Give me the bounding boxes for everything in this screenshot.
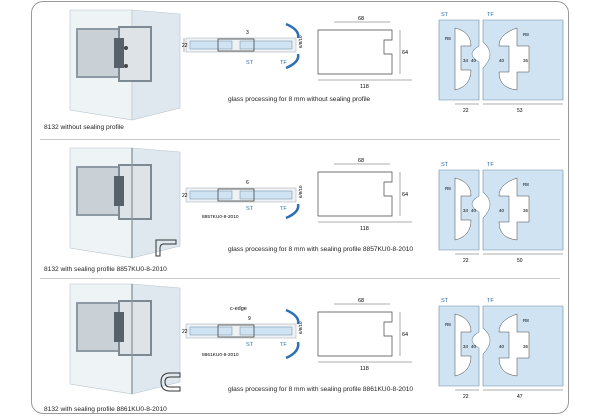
cutout-dim-a: 34 [463,208,469,213]
glass-dim-width: 68 [358,16,364,22]
glass-dim-total: 118 [360,84,369,90]
section-drawing: 22 3 ST TF 6/8/10 [182,22,303,70]
glass-dim-height: 64 [402,50,408,56]
cutout-radius-2: R8 [523,182,529,187]
section-edge-label: c-edge [230,306,247,312]
cutout-drawing: ST TF R8 R8 34 40 40 36 22 50 [438,162,564,264]
hinge-photo [69,283,181,395]
cutout-dim-d: 36 [523,208,529,213]
cutout-drawing: ST TF R8 R8 34 40 40 36 22 53 [438,12,564,114]
section-dim-gap: 9 [248,316,251,322]
product-row-3: 8132 with sealing profile 8861KU0-8-2010… [32,280,570,416]
product-row-2: 8132 with sealing profile 8857KU0-8-2010… [32,142,570,278]
cutout-label-tf: TF [487,12,494,18]
catalog-sheet: 8132 without sealing profile 22 3 ST TF … [31,1,569,414]
processing-note: glass processing for 8 mm with sealing p… [228,246,414,253]
cutout-dim-a: 34 [463,344,469,349]
section-dim-left: 22 [182,193,188,199]
cutout-dim-c: 40 [499,208,505,213]
cutout-label-tf: TF [487,298,494,304]
section-profile-code: 8861KU0-8-2010 [202,352,239,358]
section-label-tf: TF [280,342,287,348]
row-divider [40,278,560,279]
cutout-width-1: 22 [463,394,469,400]
cutout-label-st: ST [441,162,449,168]
section-label-st: ST [246,206,254,212]
section-label-st: ST [246,342,254,348]
cutout-dim-b: 40 [471,58,477,63]
product-caption: 8132 with sealing profile 8861KU0-8-2010 [44,406,167,413]
cutout-dim-c: 40 [499,58,505,63]
section-label-tf: TF [280,206,287,212]
glass-drawing: 68 64 118 [317,158,412,232]
section-drawing: 22 6 ST TF 8857KU0-8-2010 6/8/10 [182,180,303,220]
glass-dim-height: 64 [402,192,408,198]
processing-note: glass processing for 8 mm with sealing p… [228,386,414,393]
cutout-dim-d: 36 [523,58,529,63]
product-caption: 8132 with sealing profile 8857KU0-8-2010 [44,266,167,273]
glass-dim-width: 68 [358,298,364,304]
glass-dim-total: 118 [360,226,369,232]
glass-dim-width: 68 [358,158,364,164]
cutout-dim-a: 34 [463,58,469,63]
swing-arrow-icon [285,22,300,39]
swing-arrow-icon [285,341,300,360]
cutout-radius-2: R8 [523,32,529,37]
cutout-radius-2: R8 [523,318,529,323]
swing-arrow-icon [285,53,300,70]
cutout-label-st: ST [441,12,449,18]
section-dim-gap: 3 [246,30,249,36]
cutout-width-2: 47 [517,394,523,400]
sealing-profile-icon [155,239,177,257]
section-dim-right: 6/8/10 [298,185,303,198]
processing-note: glass processing for 8 mm without sealin… [228,96,371,103]
cutout-radius-1: R8 [445,322,451,327]
section-label-st: ST [246,60,254,66]
row-divider [40,139,560,140]
section-dim-right: 6/8/10 [298,35,303,48]
glass-drawing: 68 64 118 [317,298,412,372]
cutout-width-2: 50 [517,258,523,264]
cutout-width-2: 53 [517,108,523,114]
cutout-radius-1: R8 [445,186,451,191]
swing-arrow-icon [285,308,300,325]
cutout-dim-c: 40 [499,344,505,349]
glass-drawing: 68 64 118 [317,16,412,90]
cutout-label-st: ST [441,298,449,304]
sealing-profile-icon [160,372,181,392]
cutout-dim-b: 40 [471,208,477,213]
glass-dim-total: 118 [360,366,369,372]
cutout-drawing: ST TF R8 R8 34 40 40 36 22 47 [438,298,564,400]
cutout-width-1: 22 [463,108,469,114]
cutout-radius-1: R8 [445,36,451,41]
section-drawing: c-edge 22 9 ST TF 8861KU0-8-2010 6/8/10 [182,306,303,360]
section-dim-gap: 6 [246,180,249,186]
cutout-dim-b: 40 [471,344,477,349]
cutout-width-1: 22 [463,258,469,264]
product-caption: 8132 without sealing profile [44,124,124,131]
cutout-label-tf: TF [487,162,494,168]
hinge-photo [69,147,181,259]
section-dim-left: 22 [182,43,188,49]
section-dim-right: 6/8/10 [298,321,303,334]
hinge-photo [69,9,181,121]
section-profile-code: 8857KU0-8-2010 [202,214,239,220]
cutout-dim-d: 36 [523,344,529,349]
swing-arrow-icon [285,203,300,220]
glass-dim-height: 64 [402,332,408,338]
product-row-1: 8132 without sealing profile 22 3 ST TF … [32,2,570,138]
section-dim-left: 22 [182,329,188,335]
section-label-tf: TF [280,60,287,66]
